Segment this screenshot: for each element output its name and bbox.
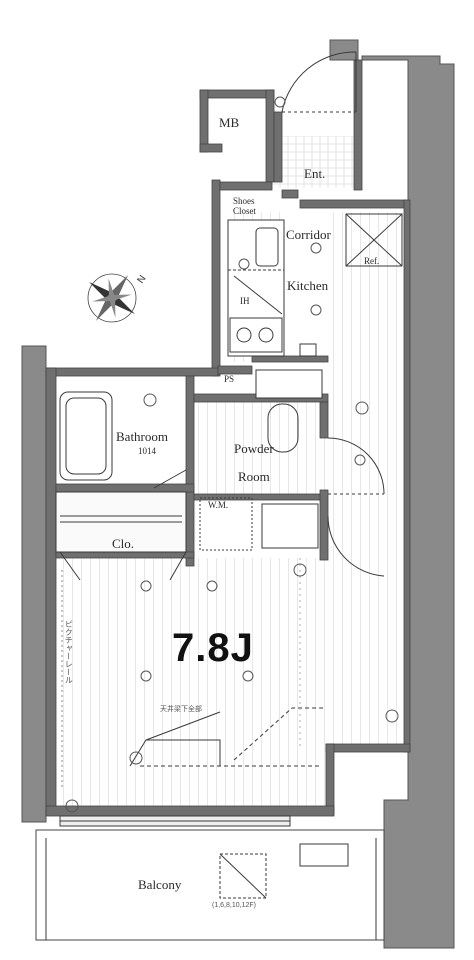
balcony-label: Balcony [138,877,182,892]
bathroom-fixtures [59,391,187,489]
ps-label: PS [224,374,235,384]
closet-label: Clo. [112,536,135,551]
bathroom-size-label: 1014 [138,446,156,456]
ceiling-note-label: 天井梁下全部 [160,706,202,713]
shoes-closet-label-line1: Shoes [233,196,255,206]
balcony [35,815,385,941]
mb-label: MB [219,115,240,130]
shoes-closet-label-line2: Closet [233,206,257,216]
powder-room-label-line2: Room [238,469,270,484]
ih-label: IH [240,296,250,306]
entrance-door [281,51,357,113]
corridor-label: Corridor [286,227,331,242]
svg-text:N: N [135,273,148,285]
kitchen-fixtures [227,213,403,357]
balcony-floors-note: (1,6,8,10,12F) [212,902,256,909]
refrigerator-label: Ref. [364,256,380,266]
main-room-area-label: 7.8J [172,626,254,670]
kitchen-label: Kitchen [287,278,329,293]
bathroom-label: Bathroom [116,429,168,444]
closet [55,491,187,581]
powder-room-fixtures [199,369,385,577]
entrance-label: Ent. [304,166,326,181]
living-room-details [61,558,326,790]
powder-room-label-line1: Powder [234,441,274,456]
ceiling-lights [65,96,399,813]
washing-machine-label: W.M. [208,500,229,510]
picture-rail-label: ピクチャーレール [64,620,74,684]
compass-rose-icon: N [87,273,149,323]
